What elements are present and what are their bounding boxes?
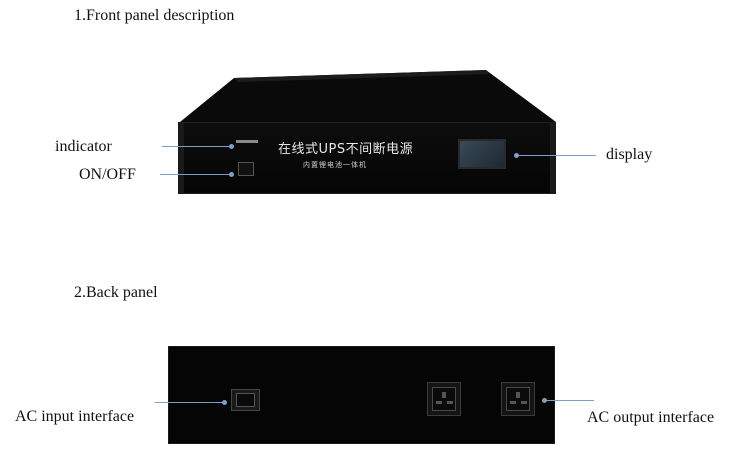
display-leader <box>514 153 596 158</box>
ac-input-label: AC input interface <box>15 408 135 425</box>
onoff-label: ON/OFF <box>79 166 136 183</box>
ac-output-socket-1-face <box>432 387 456 411</box>
power-switch <box>238 162 254 176</box>
lcd-display <box>458 139 506 169</box>
rack-ear-right <box>550 122 556 194</box>
ac-output-socket-2 <box>501 382 535 416</box>
device-title: 在线式UPS不间断电源 <box>278 142 414 157</box>
indicator-leader <box>162 144 234 149</box>
back-panel-face <box>168 346 555 444</box>
indicator-led <box>236 140 258 143</box>
ac-input-leader <box>155 400 227 405</box>
display-label: display <box>606 146 653 163</box>
ac-output-leader <box>542 398 594 403</box>
onoff-leader <box>160 172 234 177</box>
ac-input-socket-inner <box>236 393 255 407</box>
front-panel-heading: 1.Front panel description <box>74 7 235 24</box>
ac-output-label: AC output interface <box>587 409 715 426</box>
ac-output-socket-2-face <box>506 387 530 411</box>
rack-ear-left <box>178 122 184 194</box>
front-device-top-view <box>180 70 556 122</box>
back-panel-heading: 2.Back panel <box>74 284 158 301</box>
ac-output-socket-1 <box>427 382 461 416</box>
indicator-label: indicator <box>55 138 112 155</box>
device-subtitle: 内置锂电池一体机 <box>303 161 367 169</box>
